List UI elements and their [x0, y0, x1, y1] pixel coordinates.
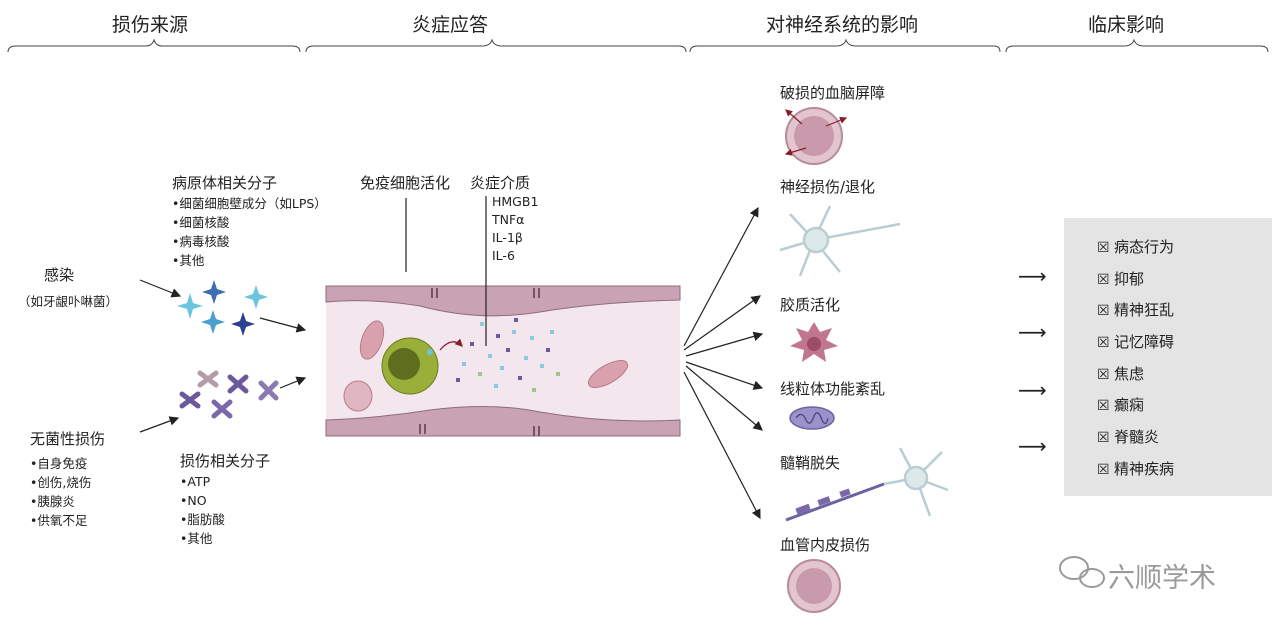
- clinical-arrow: ⟶: [1018, 320, 1047, 344]
- blood-vessel: [325, 285, 681, 437]
- list-item: 其他: [172, 251, 327, 270]
- mediator-title: 炎症介质: [470, 174, 531, 192]
- clinical-arrow: ⟶: [1018, 378, 1047, 402]
- pamp-molecules: [177, 280, 268, 336]
- list-item: 记忆障碍: [1097, 331, 1174, 363]
- list-item: 创伤,烧伤: [30, 473, 91, 492]
- list-item: 病毒核酸: [172, 232, 327, 251]
- mediator-il1b: IL-1β: [492, 230, 523, 245]
- list-item: ATP: [180, 472, 225, 491]
- header-inflammation: 炎症应答: [412, 14, 489, 36]
- header-source: 损伤来源: [112, 14, 189, 36]
- bbb-icon: [784, 107, 848, 165]
- damp-title: 损伤相关分子: [180, 452, 271, 470]
- effect-myelin: 髓鞘脱失: [780, 454, 841, 472]
- list-item: 供氧不足: [30, 511, 91, 530]
- endothelium-icon: [787, 559, 841, 613]
- list-item: 病态行为: [1097, 236, 1174, 268]
- list-item: 胰腺炎: [30, 492, 91, 511]
- wechat-logo: [1059, 556, 1105, 588]
- list-item: 精神疾病: [1097, 458, 1174, 490]
- mediator-hmgb1: HMGB1: [492, 194, 539, 209]
- effect-glia: 胶质活化: [780, 296, 841, 314]
- effect-endothelium: 血管内皮损伤: [780, 536, 871, 554]
- list-item: 脂肪酸: [180, 510, 225, 529]
- sterile-list: 自身免疫 创伤,烧伤 胰腺炎 供氧不足: [30, 454, 91, 530]
- header-nervous: 对神经系统的影响: [766, 14, 919, 36]
- source-arrows: [139, 279, 307, 433]
- header-brace-lines: [7, 38, 1269, 53]
- immune-activation-label: 免疫细胞活化: [360, 174, 451, 192]
- damp-list: ATP NO 脂肪酸 其他: [180, 472, 225, 548]
- effect-arrows: [683, 206, 764, 520]
- effect-bbb: 破损的血脑屏障: [780, 84, 886, 102]
- clinical-list: 病态行为 抑郁 精神狂乱 记忆障碍 焦虑 癫痫 脊髓炎 精神疾病: [1097, 236, 1174, 490]
- glia-icon: [790, 322, 838, 362]
- pamp-title: 病原体相关分子: [172, 174, 278, 192]
- pamp-list: 细菌细胞壁成分（如LPS） 细菌核酸 病毒核酸 其他: [172, 194, 327, 270]
- header-clinical: 临床影响: [1088, 14, 1165, 36]
- list-item: 脊髓炎: [1097, 426, 1174, 458]
- clinical-arrow: ⟶: [1018, 264, 1047, 288]
- effect-neuron: 神经损伤/退化: [780, 178, 876, 196]
- infection-sub: （如牙龈卟啉菌）: [18, 294, 119, 309]
- neuron-icon: [779, 205, 901, 277]
- damp-molecules: [179, 370, 279, 419]
- mediator-tnf: TNFα: [492, 212, 525, 227]
- list-item: 细菌核酸: [172, 213, 327, 232]
- list-item: 抑郁: [1097, 268, 1174, 300]
- clinical-arrow: ⟶: [1018, 434, 1047, 458]
- list-item: NO: [180, 491, 225, 510]
- list-item: 精神狂乱: [1097, 299, 1174, 331]
- mediator-il6: IL-6: [492, 248, 515, 263]
- list-item: 自身免疫: [30, 454, 91, 473]
- sterile-title: 无菌性损伤: [30, 430, 106, 448]
- watermark-text: 六顺学术: [1108, 563, 1216, 594]
- list-item: 细菌细胞壁成分（如LPS）: [172, 194, 326, 213]
- list-item: 焦虑: [1097, 363, 1174, 395]
- infection-label: 感染: [44, 266, 75, 284]
- effect-mito: 线粒体功能紊乱: [780, 380, 886, 398]
- mitochondria-icon: [789, 406, 835, 430]
- list-item: 其他: [180, 529, 225, 548]
- demyelination-icon: [785, 447, 949, 522]
- list-item: 癫痫: [1097, 394, 1174, 426]
